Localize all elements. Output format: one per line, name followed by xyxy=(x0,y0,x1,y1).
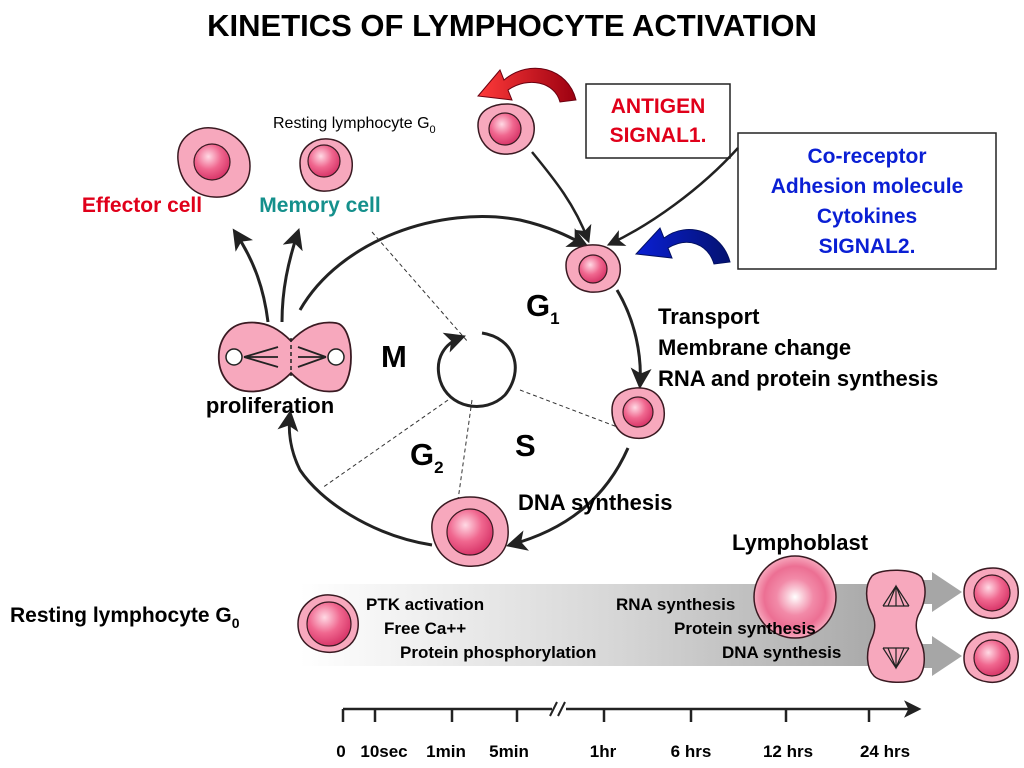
early-event-calcium: Free Ca++ xyxy=(384,619,466,638)
dividing-lymphoblast xyxy=(865,569,926,683)
signal1-box: ANTIGEN SIGNAL1. xyxy=(585,83,731,159)
page-title: KINETICS OF LYMPHOCYTE ACTIVATION xyxy=(207,8,817,43)
timeline-tick-label: 6 hrs xyxy=(671,742,712,761)
signal1-line1: ANTIGEN xyxy=(611,95,706,118)
timeline-tick-label: 10sec xyxy=(360,742,407,761)
timeline-ticks xyxy=(341,709,871,722)
timeline-tick-labels: 0 10sec 1min 5min 1hr 6 hrs 12 hrs 24 hrs xyxy=(336,742,910,761)
timeline-tick-label: 1min xyxy=(426,742,466,761)
effector-cell xyxy=(177,127,251,198)
phase-g2-label: G2 xyxy=(410,437,444,477)
differentiation-arrows xyxy=(232,228,303,323)
memory-cell-label: Memory cell xyxy=(259,194,380,217)
effector-cell-label: Effector cell xyxy=(82,194,202,217)
timeline-tick-label: 24 hrs xyxy=(860,742,910,761)
g1-event-synthesis: RNA and protein synthesis xyxy=(658,366,938,391)
resting-lymphocyte-bottom xyxy=(297,594,359,654)
g2-cell xyxy=(431,496,509,567)
late-event-rna: RNA synthesis xyxy=(616,595,735,614)
progression-band xyxy=(300,584,880,666)
signal2-line3: Cytokines xyxy=(817,205,917,228)
proliferation-label: proliferation xyxy=(206,393,334,418)
phase-dividers xyxy=(321,231,621,501)
dna-synthesis-label: DNA synthesis xyxy=(518,490,672,515)
phase-s-label: S xyxy=(515,428,536,463)
g1-cell xyxy=(565,244,621,293)
late-event-protein: Protein synthesis xyxy=(674,619,816,638)
late-event-dna: DNA synthesis xyxy=(722,643,841,662)
early-event-ptk: PTK activation xyxy=(366,595,484,614)
phase-m-label: M xyxy=(381,339,407,374)
signal2-line2: Adhesion molecule xyxy=(771,175,964,198)
signal2-line1: Co-receptor xyxy=(807,145,926,168)
top-cell-label: Resting lymphocyte G0 xyxy=(273,115,436,136)
timeline-axis xyxy=(343,700,922,718)
memory-cell xyxy=(299,138,353,192)
g1-event-transport: Transport xyxy=(658,304,760,329)
bottom-cell-label: Resting lymphocyte G0 xyxy=(10,604,240,631)
antigen-signal-arrow xyxy=(477,67,577,103)
signal-arrows-to-g1 xyxy=(531,147,739,246)
daughter-cell-bottom xyxy=(963,631,1019,684)
resting-lymphocyte-top xyxy=(477,103,535,155)
daughter-cell-top xyxy=(963,567,1019,620)
signal1-line2: SIGNAL1. xyxy=(610,124,707,147)
s-phase-cell xyxy=(611,387,665,440)
g1-event-membrane: Membrane change xyxy=(658,335,851,360)
signal2-box: Co-receptor Adhesion molecule Cytokines … xyxy=(737,132,997,270)
signal2-line4: SIGNAL2. xyxy=(819,235,916,258)
inner-cycle-arrow xyxy=(437,331,517,408)
timeline-tick-label: 0 xyxy=(336,742,345,761)
lymphoblast-cell xyxy=(753,555,837,639)
phase-g1-label: G1 xyxy=(526,288,560,328)
dividing-cell xyxy=(217,321,352,393)
cell-cycle-arcs xyxy=(277,215,652,551)
early-event-phosphorylation: Protein phosphorylation xyxy=(400,643,596,662)
signal2-arrow xyxy=(634,227,731,265)
lymphoblast-label: Lymphoblast xyxy=(732,530,869,555)
timeline-tick-label: 5min xyxy=(489,742,529,761)
timeline-tick-label: 1hr xyxy=(590,742,617,761)
timeline-tick-label: 12 hrs xyxy=(763,742,813,761)
